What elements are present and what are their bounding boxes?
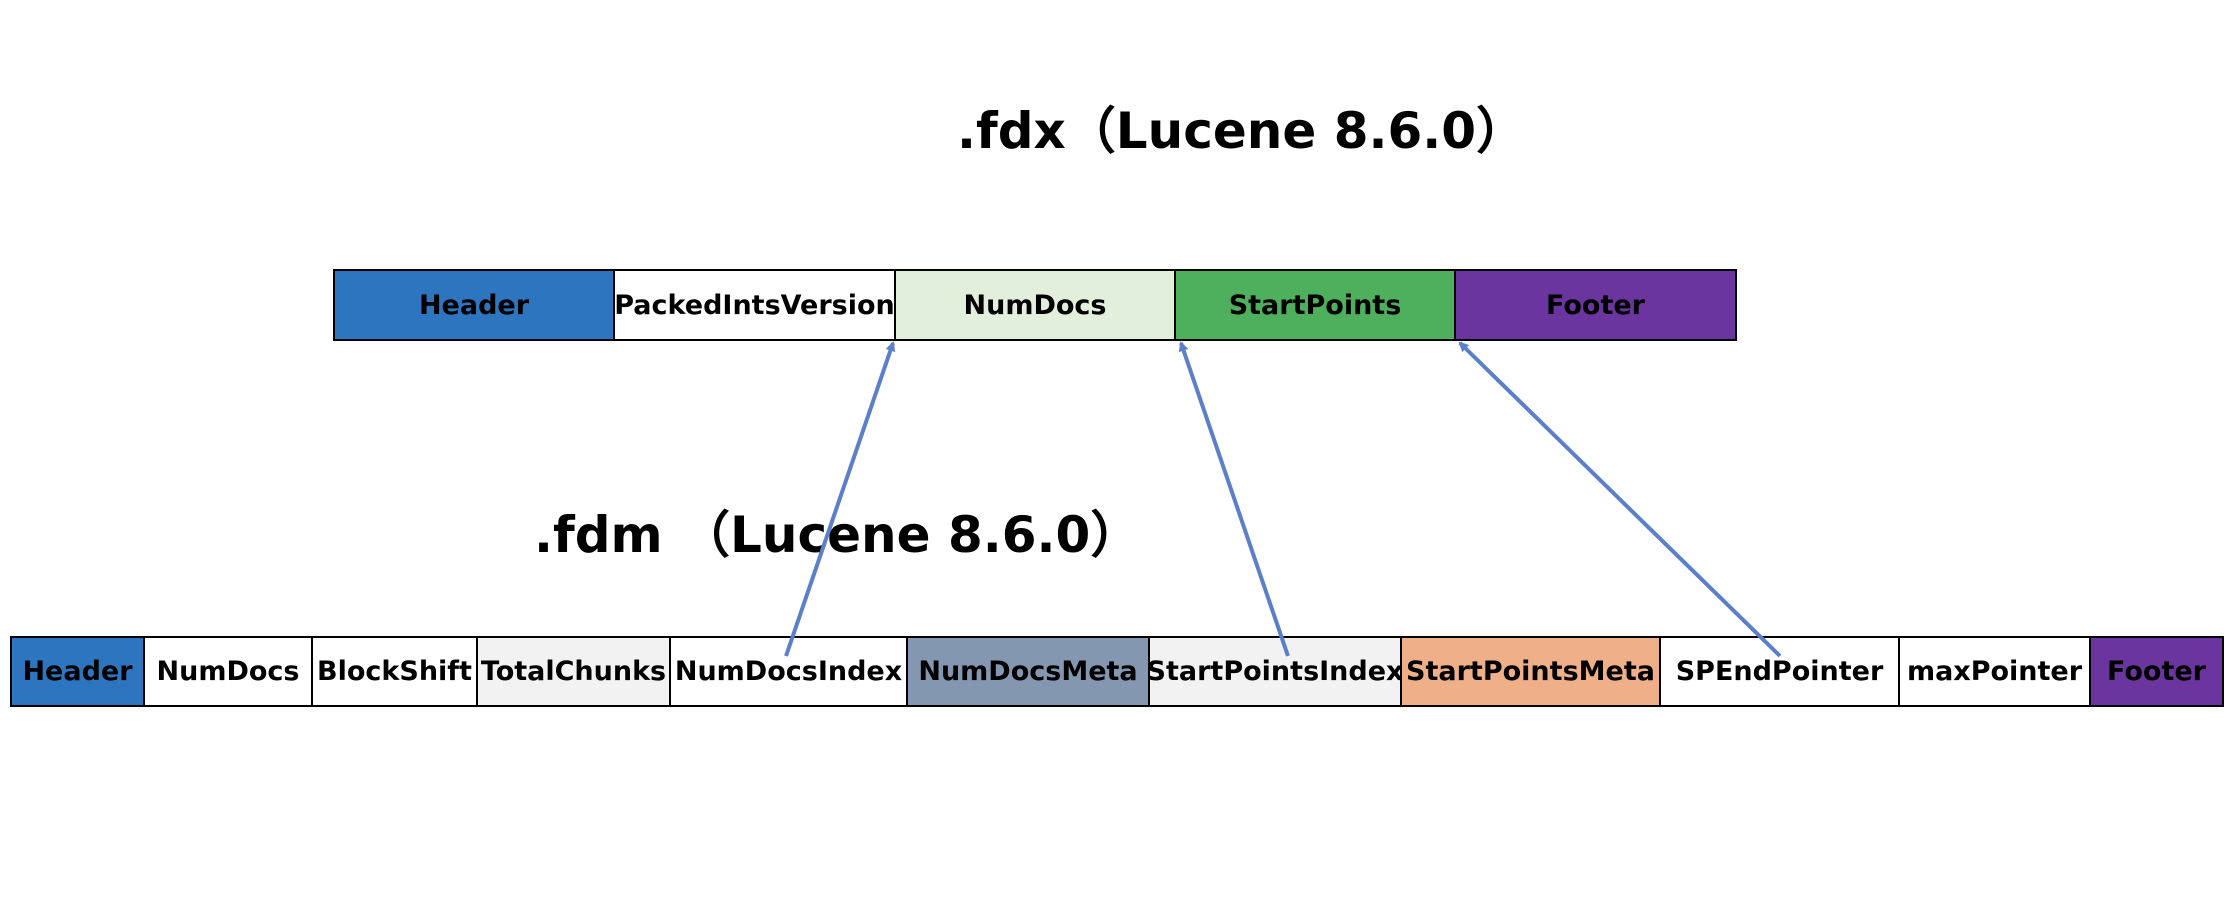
fdx-header-cell: Header — [335, 271, 615, 339]
fdx-num-docs-cell: NumDocs — [896, 271, 1176, 339]
fdm-start-points-meta-cell: StartPointsMeta — [1402, 638, 1661, 705]
fdm-max-pointer-cell: maxPointer — [1900, 638, 2091, 705]
fdm-block-shift-cell: BlockShift — [313, 638, 478, 705]
fdm-file-structure: Header NumDocs BlockShift TotalChunks Nu… — [10, 636, 2224, 707]
fdx-file-structure: Header PackedIntsVersion NumDocs StartPo… — [333, 269, 1737, 341]
fdm-num-docs-cell: NumDocs — [145, 638, 313, 705]
fdm-footer-cell: Footer — [2091, 638, 2222, 705]
fdm-sp-end-pointer-cell: SPEndPointer — [1661, 638, 1900, 705]
start-points-index-arrow — [1178, 341, 1290, 657]
fdm-header-cell: Header — [12, 638, 145, 705]
fdm-num-docs-index-cell: NumDocsIndex — [671, 638, 908, 705]
fdx-footer-cell: Footer — [1456, 271, 1735, 339]
sp-end-pointer-arrow — [1458, 341, 1782, 658]
fdm-start-points-index-cell: StartPointsIndex — [1150, 638, 1402, 705]
num-docs-index-arrow — [784, 341, 896, 657]
fdx-title: .fdx（Lucene 8.6.0） — [957, 102, 1527, 160]
fdm-total-chunks-cell: TotalChunks — [478, 638, 671, 705]
fdm-num-docs-meta-cell: NumDocsMeta — [908, 638, 1150, 705]
fdx-start-points-cell: StartPoints — [1176, 271, 1456, 339]
fdm-title: .fdm （Lucene 8.6.0） — [534, 506, 1141, 564]
fdx-packed-ints-version-cell: PackedIntsVersion — [615, 271, 896, 339]
